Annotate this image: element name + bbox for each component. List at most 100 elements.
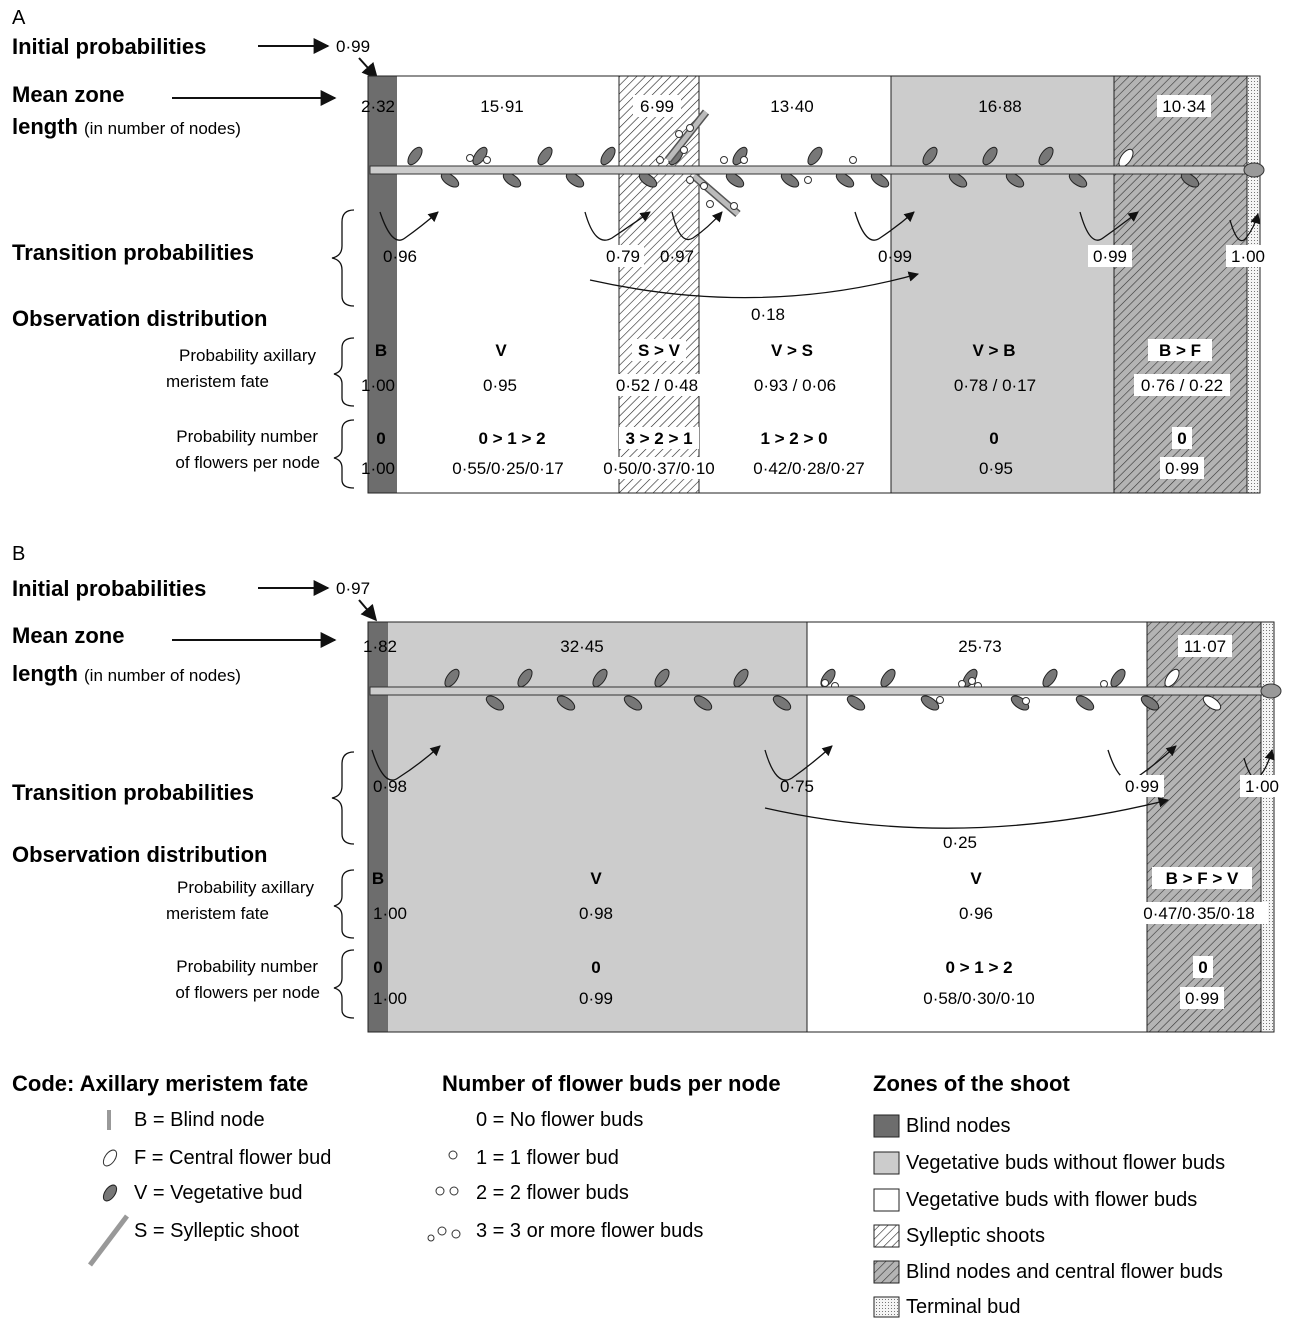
self-transition-arrow bbox=[764, 745, 833, 781]
vegetative-bud-icon bbox=[407, 146, 423, 166]
central-flower-bud-icon bbox=[1164, 668, 1180, 688]
self-transition-arrow bbox=[854, 211, 915, 241]
label-backing bbox=[1172, 427, 1192, 449]
vegetative-bud-icon bbox=[444, 668, 460, 688]
swatch-veg-with-flowers bbox=[873, 1188, 900, 1212]
transition-prob: 0·79 bbox=[606, 247, 640, 266]
transition-arrows bbox=[379, 211, 1261, 299]
fate-prob: 0·47/0·35/0·18 bbox=[1143, 904, 1255, 923]
flower-bud-icon bbox=[656, 156, 664, 164]
flowers-code: 1 > 2 > 0 bbox=[760, 429, 827, 448]
panel-label: B bbox=[12, 543, 25, 565]
initial-prob-value: 0·97 bbox=[336, 579, 370, 598]
legend-item: S = Sylleptic shoot bbox=[134, 1220, 300, 1242]
flower-bud-icon bbox=[958, 680, 966, 688]
terminal-bud bbox=[1260, 683, 1282, 699]
panel-label: A bbox=[12, 7, 26, 29]
zone-blind bbox=[368, 622, 388, 1032]
legend-item: Vegetative buds with flower buds bbox=[906, 1189, 1197, 1211]
zone-length: 10·34 bbox=[1162, 97, 1205, 116]
brace-fate bbox=[333, 869, 355, 939]
transition-prob: 0·99 bbox=[1093, 247, 1127, 266]
fate-prob: 1·00 bbox=[361, 376, 395, 395]
sylleptic-shoot-icon bbox=[88, 1214, 129, 1267]
flower-bud-icon bbox=[1100, 680, 1108, 688]
flowers-code: 0 > 1 > 2 bbox=[945, 958, 1012, 977]
flowers-prob: 0·99 bbox=[1165, 459, 1199, 478]
zone-blind bbox=[368, 76, 397, 493]
prob-flowers-label: Probability number bbox=[176, 957, 318, 976]
two-flowers-icon bbox=[435, 1186, 445, 1196]
legend-item: Blind nodes and central flower buds bbox=[906, 1261, 1223, 1283]
zone-length: 2·32 bbox=[361, 97, 395, 116]
brace-flowers bbox=[333, 419, 355, 489]
label-backing bbox=[602, 245, 644, 267]
vegetative-bud-icon bbox=[485, 695, 505, 711]
flower-bud-icon bbox=[1022, 697, 1030, 705]
flowers-code: 3 > 2 > 1 bbox=[625, 429, 692, 448]
transition-prob: 0·99 bbox=[1125, 777, 1159, 796]
legend-item: Vegetative buds without flower buds bbox=[906, 1152, 1225, 1174]
prob-fate-label: Probability axillary bbox=[179, 346, 316, 365]
label-backing bbox=[1130, 902, 1268, 924]
label-backing bbox=[1160, 457, 1204, 479]
central-flower-bud-icon bbox=[1202, 695, 1222, 711]
fate-code: B > F bbox=[1159, 341, 1201, 360]
self-transition-arrow bbox=[1079, 211, 1139, 241]
label-backing bbox=[619, 427, 699, 449]
brace-transition bbox=[331, 209, 355, 307]
zone-length: 25·73 bbox=[958, 637, 1001, 656]
flower-bud-icon bbox=[686, 176, 694, 184]
three-flowers-icon bbox=[427, 1234, 435, 1242]
fate-code: B bbox=[375, 341, 387, 360]
vegetative-bud-icon bbox=[1075, 695, 1095, 711]
flowers-prob: 0·99 bbox=[1185, 989, 1219, 1008]
flower-bud-icon bbox=[740, 156, 748, 164]
vegetative-bud-icon bbox=[600, 146, 616, 166]
flower-bud-icon bbox=[936, 696, 944, 704]
transition-prob: 0·99 bbox=[878, 247, 912, 266]
self-transition-arrow bbox=[584, 211, 651, 241]
zone-length: 1·82 bbox=[363, 637, 397, 656]
legend-item: Terminal bud bbox=[906, 1296, 1021, 1318]
bud-group bbox=[444, 668, 1222, 711]
legend-item: 1 = 1 flower bud bbox=[476, 1147, 619, 1169]
skip-transition-prob: 0·18 bbox=[751, 305, 785, 324]
transition-prob: 0·98 bbox=[373, 777, 407, 796]
skip-transition-prob: 0·25 bbox=[943, 833, 977, 852]
zone-terminal bbox=[1247, 76, 1260, 493]
swatch-blind-central bbox=[873, 1260, 900, 1284]
brace-transition bbox=[331, 751, 355, 845]
initial-prob-pointer bbox=[358, 57, 379, 80]
vegetative-bud-icon bbox=[556, 695, 576, 711]
flowers-prob: 0·50/0·37/0·10 bbox=[603, 459, 715, 478]
flowers-prob: 0·55/0·25/0·17 bbox=[452, 459, 564, 478]
transition-prob: 1·00 bbox=[1245, 777, 1279, 796]
flower-bud-icon bbox=[700, 182, 708, 190]
fate-prob: 0·96 bbox=[959, 904, 993, 923]
legend-item: Blind nodes bbox=[906, 1115, 1011, 1137]
flower-bud-icon bbox=[466, 154, 474, 162]
three-flowers-icon bbox=[437, 1226, 447, 1236]
flower-bud-icon bbox=[686, 124, 694, 132]
stem bbox=[369, 165, 1251, 175]
fate-prob: 1·00 bbox=[373, 904, 407, 923]
observation-heading: Observation distribution bbox=[12, 842, 267, 867]
skip-transition-arrow bbox=[764, 797, 1170, 829]
transition-heading: Transition probabilities bbox=[12, 780, 254, 805]
initial-prob-value: 0·99 bbox=[336, 37, 370, 56]
initial-prob-pointer bbox=[358, 599, 378, 622]
legend-item: 0 = No flower buds bbox=[476, 1109, 643, 1131]
vegetative-bud-icon bbox=[654, 668, 670, 688]
prob-fate-label: meristem fate bbox=[166, 904, 269, 923]
panel-b: B Initial probabilities 0·97 Mean zone l… bbox=[12, 543, 1284, 1033]
flowers-code: 0 bbox=[591, 958, 600, 977]
zone-veg-with-flowers bbox=[397, 76, 619, 493]
flower-bud-icon bbox=[706, 200, 714, 208]
legend-item: 3 = 3 or more flower buds bbox=[476, 1220, 703, 1242]
vegetative-bud-icon bbox=[733, 668, 749, 688]
panel-frame bbox=[367, 75, 1261, 494]
flowers-code: 0 bbox=[373, 958, 382, 977]
flowers-prob: 1·00 bbox=[361, 459, 395, 478]
